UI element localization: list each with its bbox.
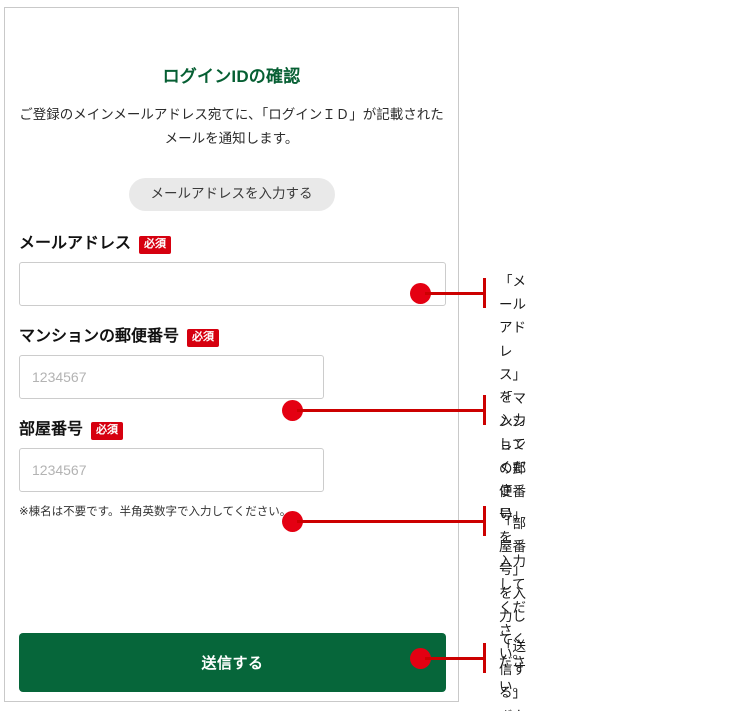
room-number-note: ※棟名は不要です。半角英数字で入力してください。 [19, 505, 292, 518]
field-email-label-row: メールアドレス 必須 [19, 234, 444, 254]
callout-marker-dot-postal-code [282, 400, 303, 421]
callout-bracket-bar-submit [483, 643, 486, 673]
field-room-number: 部屋番号 必須 ※棟名は不要です。半角英数字で入力してください。 [19, 421, 444, 520]
room-number-input[interactable] [19, 447, 324, 492]
form-description: ご登録のメインメールアドレス宛てに、「ログインＩＤ」が記載されたメールを通知しま… [19, 107, 444, 146]
callout-bracket-bar-email [483, 278, 486, 308]
field-room-number-label-row: 部屋番号 必須 [19, 420, 444, 440]
postal-code-input[interactable] [19, 354, 324, 399]
callout-leader-line-postal-code [297, 409, 485, 412]
callout-leader-line-email [425, 292, 485, 295]
callout-text-room-number: 「部屋番号」を入力してください。 [499, 516, 526, 694]
enter-email-address-button[interactable]: メールアドレスを入力する [128, 178, 335, 211]
required-badge-email: 必須 [139, 235, 172, 254]
callout-text-email: 「メールアドレス」を 入力してください。 [499, 274, 526, 522]
field-postal-code-label: マンションの郵便番号 [19, 327, 180, 345]
callout-text-submit: 「送信する」ボタンを タップしてください。 [499, 639, 526, 711]
pill-button-container: メールアドレスを入力する [19, 178, 444, 211]
field-room-number-label: 部屋番号 [19, 420, 84, 438]
field-email-address: メールアドレス 必須 [19, 234, 446, 306]
callout-leader-line-submit [425, 657, 485, 660]
callout-leader-line-room-number [297, 520, 485, 523]
field-postal-code-label-row: マンションの郵便番号 必須 [19, 327, 444, 347]
field-postal-code: マンションの郵便番号 必須 [19, 328, 444, 399]
required-badge-room-number: 必須 [91, 421, 124, 440]
field-email-label: メールアドレス [19, 234, 132, 252]
submit-button[interactable]: 送信する [19, 633, 446, 692]
callout-marker-dot-room-number [282, 511, 303, 532]
callout-marker-dot-submit [410, 648, 431, 669]
callout-marker-dot-email [410, 283, 431, 304]
email-address-input[interactable] [19, 261, 446, 306]
callout-text-postal-code: 「マンションの郵便番号」を 入力してください。 [499, 391, 526, 662]
form-panel-content: ログインIDの確認 ご登録のメインメールアドレス宛てに、「ログインＩＤ」が記載さ… [5, 8, 458, 520]
callout-bracket-bar-postal-code [483, 395, 486, 425]
required-badge-postal-code: 必須 [187, 328, 220, 347]
form-panel: ログインIDの確認 ご登録のメインメールアドレス宛てに、「ログインＩＤ」が記載さ… [4, 7, 459, 702]
callout-bracket-bar-room-number [483, 506, 486, 536]
page-title: ログインIDの確認 [162, 67, 301, 86]
